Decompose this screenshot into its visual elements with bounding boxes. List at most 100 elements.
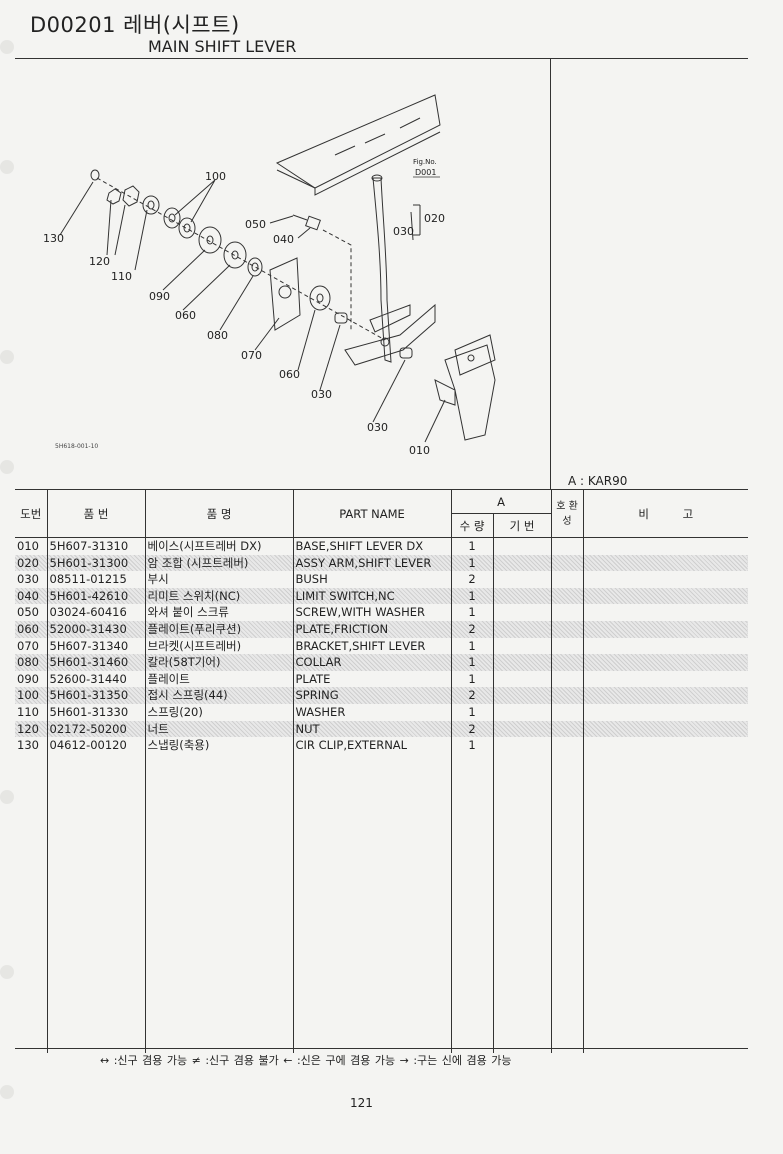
cell-part-name: BUSH	[292, 571, 451, 588]
cell-interchange	[550, 637, 583, 655]
empty-cell	[46, 753, 145, 1053]
cell-part-no: 5H601-42610	[46, 587, 145, 605]
cell-part-name: CIR CLIP,EXTERNAL	[292, 737, 451, 754]
cell-part-name: SPRING	[292, 687, 451, 704]
header-qty: 수 량	[450, 513, 493, 538]
cell-base-no	[492, 703, 551, 721]
cell-part-name: PLATE,FRICTION	[292, 620, 451, 638]
header-group-a: A	[450, 489, 551, 514]
cell-qty: 2	[450, 720, 493, 738]
bush-icon	[334, 312, 348, 324]
friction-plate-icon	[198, 226, 222, 254]
cell-part-no: 08511-01215	[46, 571, 145, 588]
cell-ref: 050	[17, 605, 39, 620]
callout-060b: 060	[279, 368, 300, 381]
cell-part-no: 52600-31440	[46, 670, 145, 688]
header-base-no: 기 번	[492, 513, 551, 538]
cell-remarks	[582, 537, 748, 555]
collar-icon	[247, 257, 263, 277]
cell-ref: 130	[17, 738, 39, 753]
cell-part-no: 5H601-31300	[46, 554, 145, 572]
cell-remarks	[582, 687, 748, 704]
disc-spring-icon	[178, 217, 196, 239]
cell-ref: 110	[17, 704, 39, 719]
table-filler-row	[15, 753, 748, 1053]
header-interchange: 호 환 성	[550, 489, 583, 538]
cell-base-no	[492, 537, 551, 555]
lever-tip	[371, 174, 383, 182]
cell-ref: 010	[17, 539, 39, 553]
cell-ref: 020	[15, 554, 47, 572]
nut-icon	[122, 185, 140, 207]
cell-base-no	[492, 604, 551, 621]
header-remarks: 비 고	[582, 489, 748, 538]
column-a-legend: A : KAR90	[568, 474, 628, 488]
exploded-parts-diagram: 130 120 110 100 090 060 080 070 060 030 …	[43, 94, 496, 457]
cell-remarks	[582, 554, 748, 572]
callout-010: 010	[409, 444, 430, 457]
cell-remarks	[582, 587, 748, 605]
binder-hole	[0, 1085, 14, 1099]
cell-qty: 1	[450, 654, 493, 671]
cell-interchange	[550, 620, 583, 638]
friction-plate-icon	[309, 285, 331, 311]
cell-interchange	[550, 604, 583, 621]
callout-050: 050	[245, 218, 266, 231]
page-title-english: MAIN SHIFT LEVER	[148, 37, 297, 56]
cell-ref: 040	[15, 587, 47, 605]
cell-part-name: COLLAR	[292, 654, 451, 671]
cell-part-name: BASE,SHIFT LEVER DX	[292, 537, 451, 555]
cell-name-kr: 베이스(시프트레버 DX)	[144, 537, 293, 555]
cell-part-no: 5H601-31460	[46, 654, 145, 671]
binder-hole	[0, 350, 14, 364]
cell-qty: 1	[450, 670, 493, 688]
washer-icon	[142, 195, 160, 215]
fig-ref-label: Fig.No.	[413, 158, 437, 166]
cell-interchange	[550, 703, 583, 721]
cell-remarks	[582, 654, 748, 671]
base-bracket	[444, 344, 496, 441]
cell-name-kr: 플레이트(푸리쿠션)	[144, 620, 293, 638]
callout-090: 090	[149, 290, 170, 303]
cell-part-no: 02172-50200	[46, 720, 145, 738]
cell-ref: 060	[15, 620, 47, 638]
cell-ref: 120	[15, 720, 47, 738]
cell-part-name: WASHER	[292, 703, 451, 721]
cell-qty: 1	[450, 703, 493, 721]
cell-part-no: 5H601-31330	[46, 703, 145, 721]
cell-qty: 1	[450, 604, 493, 621]
binder-hole	[0, 160, 14, 174]
cell-base-no	[492, 687, 551, 704]
cell-name-kr: 플레이트	[144, 670, 293, 688]
empty-cell	[550, 753, 583, 1053]
empty-cell	[582, 753, 748, 1053]
cell-part-name: BRACKET,SHIFT LEVER	[292, 637, 451, 655]
cell-remarks	[582, 620, 748, 638]
cell-part-name: SCREW,WITH WASHER	[292, 604, 451, 621]
cell-ref: 070	[17, 638, 39, 653]
binder-hole	[0, 460, 14, 474]
cell-qty: 2	[450, 571, 493, 588]
cell-remarks	[582, 737, 748, 754]
header-name-kr: 품 명	[144, 489, 293, 538]
empty-cell	[492, 753, 551, 1053]
bracket-plate	[269, 257, 301, 331]
cell-base-no	[492, 654, 551, 671]
cell-base-no	[492, 637, 551, 655]
cell-remarks	[582, 703, 748, 721]
cell-ref: 100	[15, 687, 47, 704]
cell-name-kr: 브라켓(시프트레버)	[144, 637, 293, 655]
cell-name-kr: 너트	[144, 720, 293, 738]
snap-ring-icon	[90, 169, 100, 181]
binder-hole	[0, 965, 14, 979]
cell-part-name: LIMIT SWITCH,NC	[292, 587, 451, 605]
interchange-footnote: ↔ :신구 겸용 가능 ≠ :신구 겸용 불가 ← :신은 구에 겸용 가능 →…	[100, 1054, 512, 1067]
cell-part-name: NUT	[292, 720, 451, 738]
